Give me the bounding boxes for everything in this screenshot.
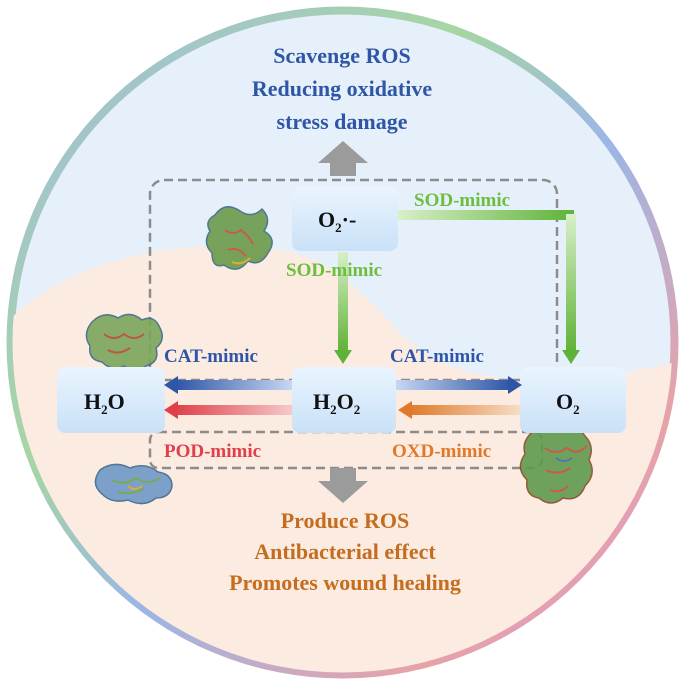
oxygen-label: O2	[556, 389, 580, 417]
lower-region	[12, 245, 673, 673]
oxd-arrowhead	[398, 401, 412, 419]
cat-arrowhead-left	[164, 376, 178, 394]
top-outcome-2: Reducing oxidative	[252, 76, 433, 101]
sod-arrowhead-peroxide	[334, 350, 352, 364]
bottom-outcome-1: Produce ROS	[281, 508, 410, 533]
sod-arrow-vertical	[566, 214, 576, 352]
protein-icon	[519, 422, 593, 504]
sod-mimic-label-down: SOD-mimic	[286, 260, 382, 281]
oxygen-box	[520, 367, 626, 433]
bottom-outcome-2: Antibacterial effect	[254, 539, 436, 564]
sod-arrow-horizontal	[398, 210, 574, 220]
superoxide-box	[292, 187, 398, 251]
sod-arrow-down	[338, 252, 348, 352]
oxd-mimic-label: OXD-mimic	[392, 441, 491, 462]
protein-icon	[205, 206, 273, 270]
peroxide-label: H2O2	[313, 389, 360, 417]
bottom-outcome-3: Promotes wound healing	[229, 570, 461, 595]
oxd-arrow	[410, 405, 520, 415]
peroxide-box	[292, 367, 396, 433]
cat-arrowhead-right	[508, 376, 522, 394]
top-outcome-3: stress damage	[277, 109, 408, 134]
sod-arrowhead-oxygen	[562, 350, 580, 364]
up-arrow	[318, 141, 368, 176]
water-box	[57, 367, 165, 433]
top-outcome-1: Scavenge ROS	[273, 43, 411, 68]
cat-mimic-label-right: CAT-mimic	[390, 346, 484, 367]
pod-arrow	[176, 405, 292, 415]
protein-icon	[85, 313, 163, 371]
down-arrow	[318, 468, 368, 503]
cat-arrow-right	[396, 380, 510, 390]
pod-mimic-label: POD-mimic	[164, 441, 261, 462]
cat-arrow-left	[176, 380, 292, 390]
superoxide-label: O2·-	[318, 207, 356, 235]
water-label: H2O	[84, 389, 125, 417]
protein-icon	[94, 463, 173, 505]
sod-mimic-label-right: SOD-mimic	[414, 190, 510, 211]
pod-arrowhead	[164, 401, 178, 419]
cat-mimic-label-left: CAT-mimic	[164, 346, 258, 367]
